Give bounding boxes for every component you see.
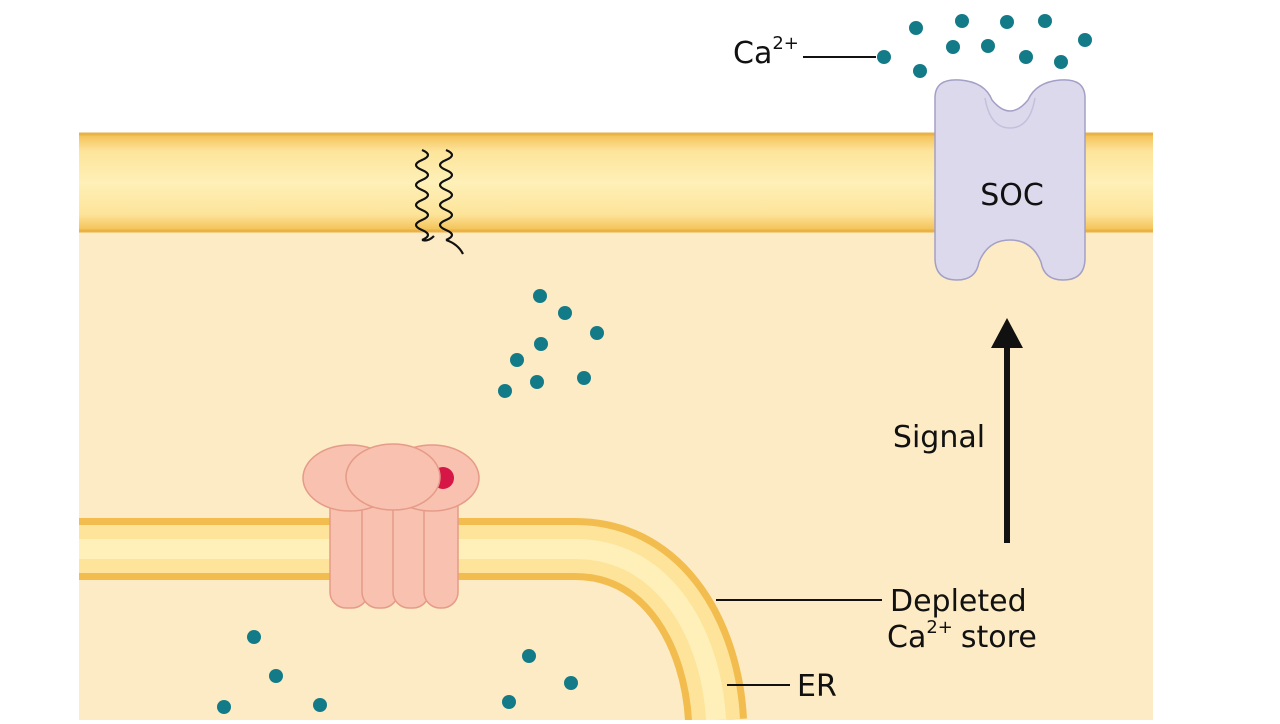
up-arrow-icon (991, 318, 1023, 348)
calcium-charge: 2+ (772, 33, 799, 54)
soc-label: SOC (980, 178, 1044, 213)
cytosolic-calcium-ions (498, 289, 604, 398)
signal-arrow: Signal (893, 318, 1023, 543)
soc-channel: SOC (934, 79, 1086, 281)
ip3-receptor (302, 443, 480, 609)
store-label-line1: Depleted (890, 584, 1027, 619)
calcium-symbol: Ca (733, 36, 772, 71)
svg-text:Ca2+store: Ca2+ store (887, 617, 1037, 655)
er-membrane (79, 518, 747, 723)
store-ion: Ca (887, 620, 926, 655)
er-lumen-calcium-ions (217, 630, 578, 714)
store-word: store (961, 620, 1037, 655)
svg-text:Ca2+: Ca2+ (733, 33, 799, 71)
er-label-text: ER (797, 669, 837, 704)
calcium-label: Ca2+ (733, 33, 876, 71)
store-charge: 2+ (926, 617, 953, 638)
depleted-store-label: Depleted Ca2+ store (716, 584, 1037, 655)
signal-label: Signal (893, 420, 985, 455)
er-label: ER (727, 669, 837, 704)
serpentine-receptor-icon (414, 148, 464, 255)
extracellular-calcium-ions (877, 14, 1092, 78)
